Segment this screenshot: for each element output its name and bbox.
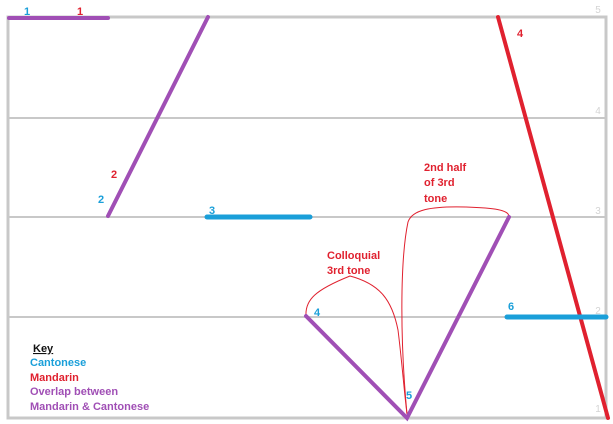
mandarin-tone-4-label: 4 [517, 28, 524, 40]
cantonese-tone-2-label: 2 [98, 194, 104, 206]
scale-label-2: 2 [595, 306, 601, 317]
legend-item-overlap-line1: Overlap between [30, 386, 118, 398]
cantonese-tone-1-label: 1 [24, 6, 30, 18]
legend: Key Cantonese Mandarin Overlap between M… [30, 343, 149, 413]
legend-item-overlap-line2: Mandarin & Cantonese [30, 401, 149, 413]
tone-number-labels: 1 1 2 2 3 4 5 6 4 [24, 6, 524, 402]
mandarin-tone-2-label: 2 [111, 169, 117, 181]
tone-contours [7, 15, 610, 422]
scale-label-1: 1 [595, 404, 601, 415]
cantonese-tone-5-label: 5 [406, 390, 412, 402]
second-half-label-line2: of 3rd [424, 177, 455, 189]
colloquial-third-tone-curve [305, 275, 408, 415]
cantonese-tone-3-label: 3 [209, 205, 215, 217]
second-half-third-tone-curve [401, 206, 510, 415]
cantonese-tone-6-label: 6 [508, 301, 514, 313]
cantonese-tone-4-label: 4 [314, 307, 321, 319]
scale-label-4: 4 [595, 106, 601, 117]
scale-label-5: 5 [595, 5, 601, 16]
tone-2-overlap-line [106, 15, 210, 218]
pitch-scale: 5 4 3 2 1 [595, 5, 601, 415]
second-half-label-line3: tone [424, 193, 447, 205]
tone-4-5-dip-overlap-line [304, 215, 511, 422]
colloquial-label-line1: Colloquial [327, 250, 380, 262]
second-half-label-line1: 2nd half [424, 162, 467, 174]
legend-item-cantonese: Cantonese [30, 357, 86, 369]
colloquial-label-line2: 3rd tone [327, 265, 370, 277]
scale-label-3: 3 [595, 206, 601, 217]
annotation-curves [305, 206, 510, 415]
annotations: Colloquial 3rd tone 2nd half of 3rd tone [327, 162, 467, 277]
mandarin-tone-4-line [496, 15, 610, 420]
mandarin-tone-1-label: 1 [77, 6, 83, 18]
legend-item-mandarin: Mandarin [30, 372, 79, 384]
legend-heading: Key [33, 343, 54, 355]
